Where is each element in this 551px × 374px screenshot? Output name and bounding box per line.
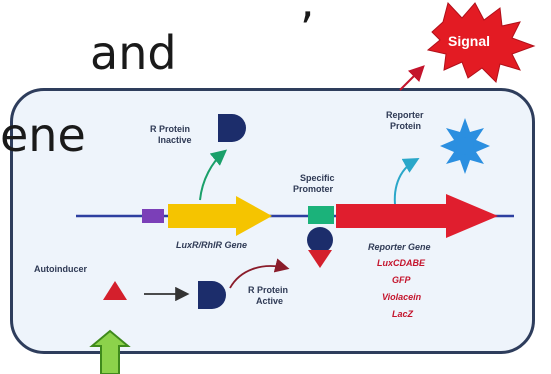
signal-label: Signal <box>448 33 490 49</box>
r-protein-active-label-2: Active <box>256 296 283 306</box>
r-protein-active-label-1: R Protein <box>248 285 288 295</box>
reporter-gene-label: Reporter Gene <box>368 242 431 252</box>
reporter-gene-arrow <box>336 194 498 238</box>
reporter-example-3: Violacein <box>382 292 422 302</box>
reporter-protein: Reporter Protein <box>386 110 490 174</box>
reporter-example-2: GFP <box>392 275 411 285</box>
bound-r-protein-complex <box>307 227 333 268</box>
signal-burst: Signal <box>426 1 536 83</box>
translation-arrow <box>199 149 228 201</box>
specific-promoter-label-1: Specific <box>300 173 335 183</box>
r-protein-inactive: R Protein Inactive <box>150 114 246 145</box>
luxr-gene-label: LuxR/RhlR Gene <box>176 240 247 250</box>
heading-line2: and <box>90 26 177 80</box>
specific-promoter-block <box>308 206 334 224</box>
heading-line1-fragment: , <box>300 0 315 28</box>
signal-emit-arrow <box>399 65 425 91</box>
luxr-gene-arrow <box>168 196 272 236</box>
constitutive-promoter <box>142 209 164 223</box>
heading-line3-fragment: ene <box>0 108 86 162</box>
r-protein-active-shape <box>198 281 226 309</box>
r-protein-inactive-shape <box>218 114 246 142</box>
reporter-protein-label-2: Protein <box>390 121 421 131</box>
bound-autoinducer <box>308 250 332 268</box>
r-protein-inactive-label-2: Inactive <box>158 135 192 145</box>
r-protein-inactive-label-1: R Protein <box>150 124 190 134</box>
reporter-protein-label-1: Reporter <box>386 110 424 120</box>
autoinducer-triangle <box>103 281 127 300</box>
activation-arrow <box>229 258 290 289</box>
bound-r-protein <box>307 227 333 253</box>
reporter-example-1: LuxCDABE <box>377 258 426 268</box>
autoinducer-input-arrow <box>89 329 131 374</box>
autoinducer-label: Autoinducer <box>34 264 87 274</box>
specific-promoter-label-2: Promoter <box>293 184 334 194</box>
reporter-example-4: LacZ <box>392 309 414 319</box>
